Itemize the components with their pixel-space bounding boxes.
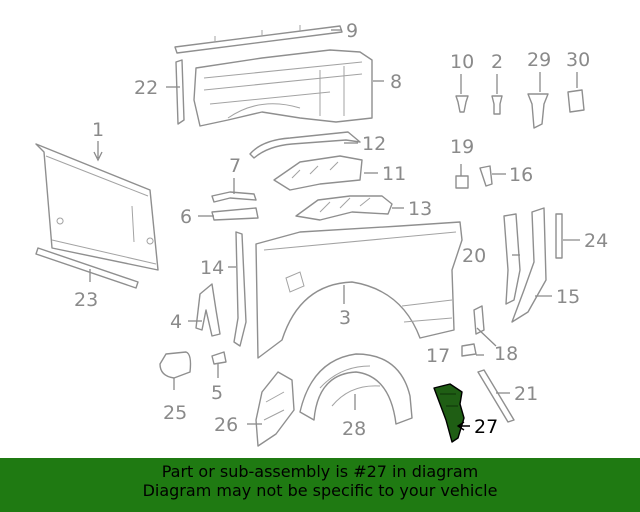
callout-4: 4 <box>170 311 182 333</box>
part-20-bracket <box>503 213 521 305</box>
callout-14: 14 <box>200 257 224 279</box>
banner-line-1: Part or sub-assembly is #27 in diagram <box>161 462 479 481</box>
info-banner: Part or sub-assembly is #27 in diagram D… <box>0 458 640 512</box>
part-3-side-panel <box>255 221 463 359</box>
callout-30: 30 <box>566 49 590 71</box>
part-18-bracket <box>473 305 485 335</box>
callout-15: 15 <box>556 286 580 308</box>
part-16-clip <box>479 165 493 187</box>
callout-6: 6 <box>180 206 192 228</box>
callout-28: 28 <box>342 418 366 440</box>
part-8-front-panel <box>193 49 373 127</box>
part-13-reinforcement <box>295 195 393 221</box>
part-10-fastener <box>455 95 469 113</box>
part-22-bracket <box>175 59 185 125</box>
callout-24: 24 <box>584 230 608 252</box>
leader-lines <box>89 29 580 431</box>
callout-17: 17 <box>426 345 450 367</box>
callout-5: 5 <box>211 382 223 404</box>
part-1-panel <box>35 143 159 271</box>
callout-2: 2 <box>491 51 503 73</box>
callout-9: 9 <box>346 20 358 42</box>
banner-line-2: Diagram may not be specific to your vehi… <box>142 481 498 500</box>
part-27-highlighted <box>433 383 465 443</box>
callout-21: 21 <box>514 383 538 405</box>
part-15-pillar <box>511 207 547 323</box>
callout-16: 16 <box>509 164 533 186</box>
callout-22: 22 <box>134 77 158 99</box>
part-24-strip <box>555 213 563 259</box>
callout-12: 12 <box>362 133 386 155</box>
callout-18: 18 <box>494 343 518 365</box>
part-11-bracket <box>273 155 363 191</box>
callout-20: 20 <box>462 245 486 267</box>
part-2-fastener <box>491 95 503 115</box>
callout-1: 1 <box>92 119 104 141</box>
callout-10: 10 <box>450 51 474 73</box>
part-12-strip <box>249 131 361 159</box>
part-26-bracket <box>255 371 295 447</box>
part-28-wheelhouse-liner <box>299 353 413 425</box>
callout-27: 27 <box>474 416 498 438</box>
part-9-top-rail <box>174 25 343 54</box>
callout-7: 7 <box>229 155 241 177</box>
callout-26: 26 <box>214 414 238 436</box>
callout-19: 19 <box>450 136 474 158</box>
parts-diagram: 9 8 22 1 12 11 7 13 6 14 3 4 23 5 25 26 … <box>35 20 608 447</box>
callout-3: 3 <box>339 307 351 329</box>
callout-13: 13 <box>408 198 432 220</box>
callout-23: 23 <box>74 289 98 311</box>
callout-11: 11 <box>382 163 406 185</box>
part-19-clip <box>455 175 469 189</box>
part-30-clip <box>567 89 585 113</box>
part-5-clip <box>211 351 227 365</box>
part-6-plate <box>211 207 259 221</box>
part-7-strip <box>211 191 257 203</box>
callout-25: 25 <box>163 402 187 424</box>
part-29-fastener <box>527 93 549 129</box>
callout-8: 8 <box>390 71 402 93</box>
part-17-clip <box>461 343 477 357</box>
callout-29: 29 <box>527 49 551 71</box>
part-21-strip <box>477 369 515 423</box>
part-4-bracket <box>195 283 221 337</box>
part-25-fuel-door <box>159 351 192 379</box>
part-23-sill <box>35 247 139 289</box>
part-14-pillar <box>233 231 247 347</box>
